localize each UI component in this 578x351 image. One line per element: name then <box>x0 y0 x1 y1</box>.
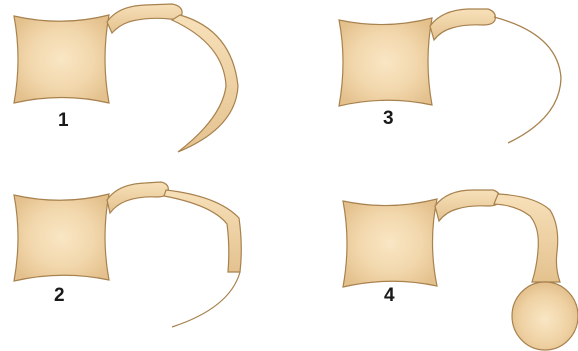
panel-3-thin-lamina <box>494 17 561 143</box>
panel-1-label: 1 <box>58 110 69 131</box>
panel-3-label: 3 <box>383 108 394 129</box>
panel-1-vertebral-body <box>14 15 109 103</box>
panel-4-vertebral-body <box>343 199 437 287</box>
panel-2-label: 2 <box>54 285 65 306</box>
panel-2: 2 <box>14 182 241 327</box>
panel-3-pedicle <box>430 9 495 40</box>
panel-1: 1 <box>14 4 238 152</box>
panel-3: 3 <box>339 9 561 143</box>
panel-4: 4 <box>343 190 578 350</box>
panel-4-cystic-bulb <box>512 282 578 350</box>
panel-2-pedicle <box>107 182 168 213</box>
panel-4-lamina-stalk <box>494 194 560 282</box>
panel-2-lamina-partial <box>164 190 241 272</box>
panel-2-thin-lamina <box>172 272 240 327</box>
panel-1-lamina <box>172 15 238 152</box>
panel-4-pedicle <box>435 190 500 221</box>
panel-1-pedicle <box>107 4 182 33</box>
panel-4-label: 4 <box>384 285 395 306</box>
panel-2-vertebral-body <box>14 194 109 281</box>
panel-3-vertebral-body <box>339 18 432 106</box>
